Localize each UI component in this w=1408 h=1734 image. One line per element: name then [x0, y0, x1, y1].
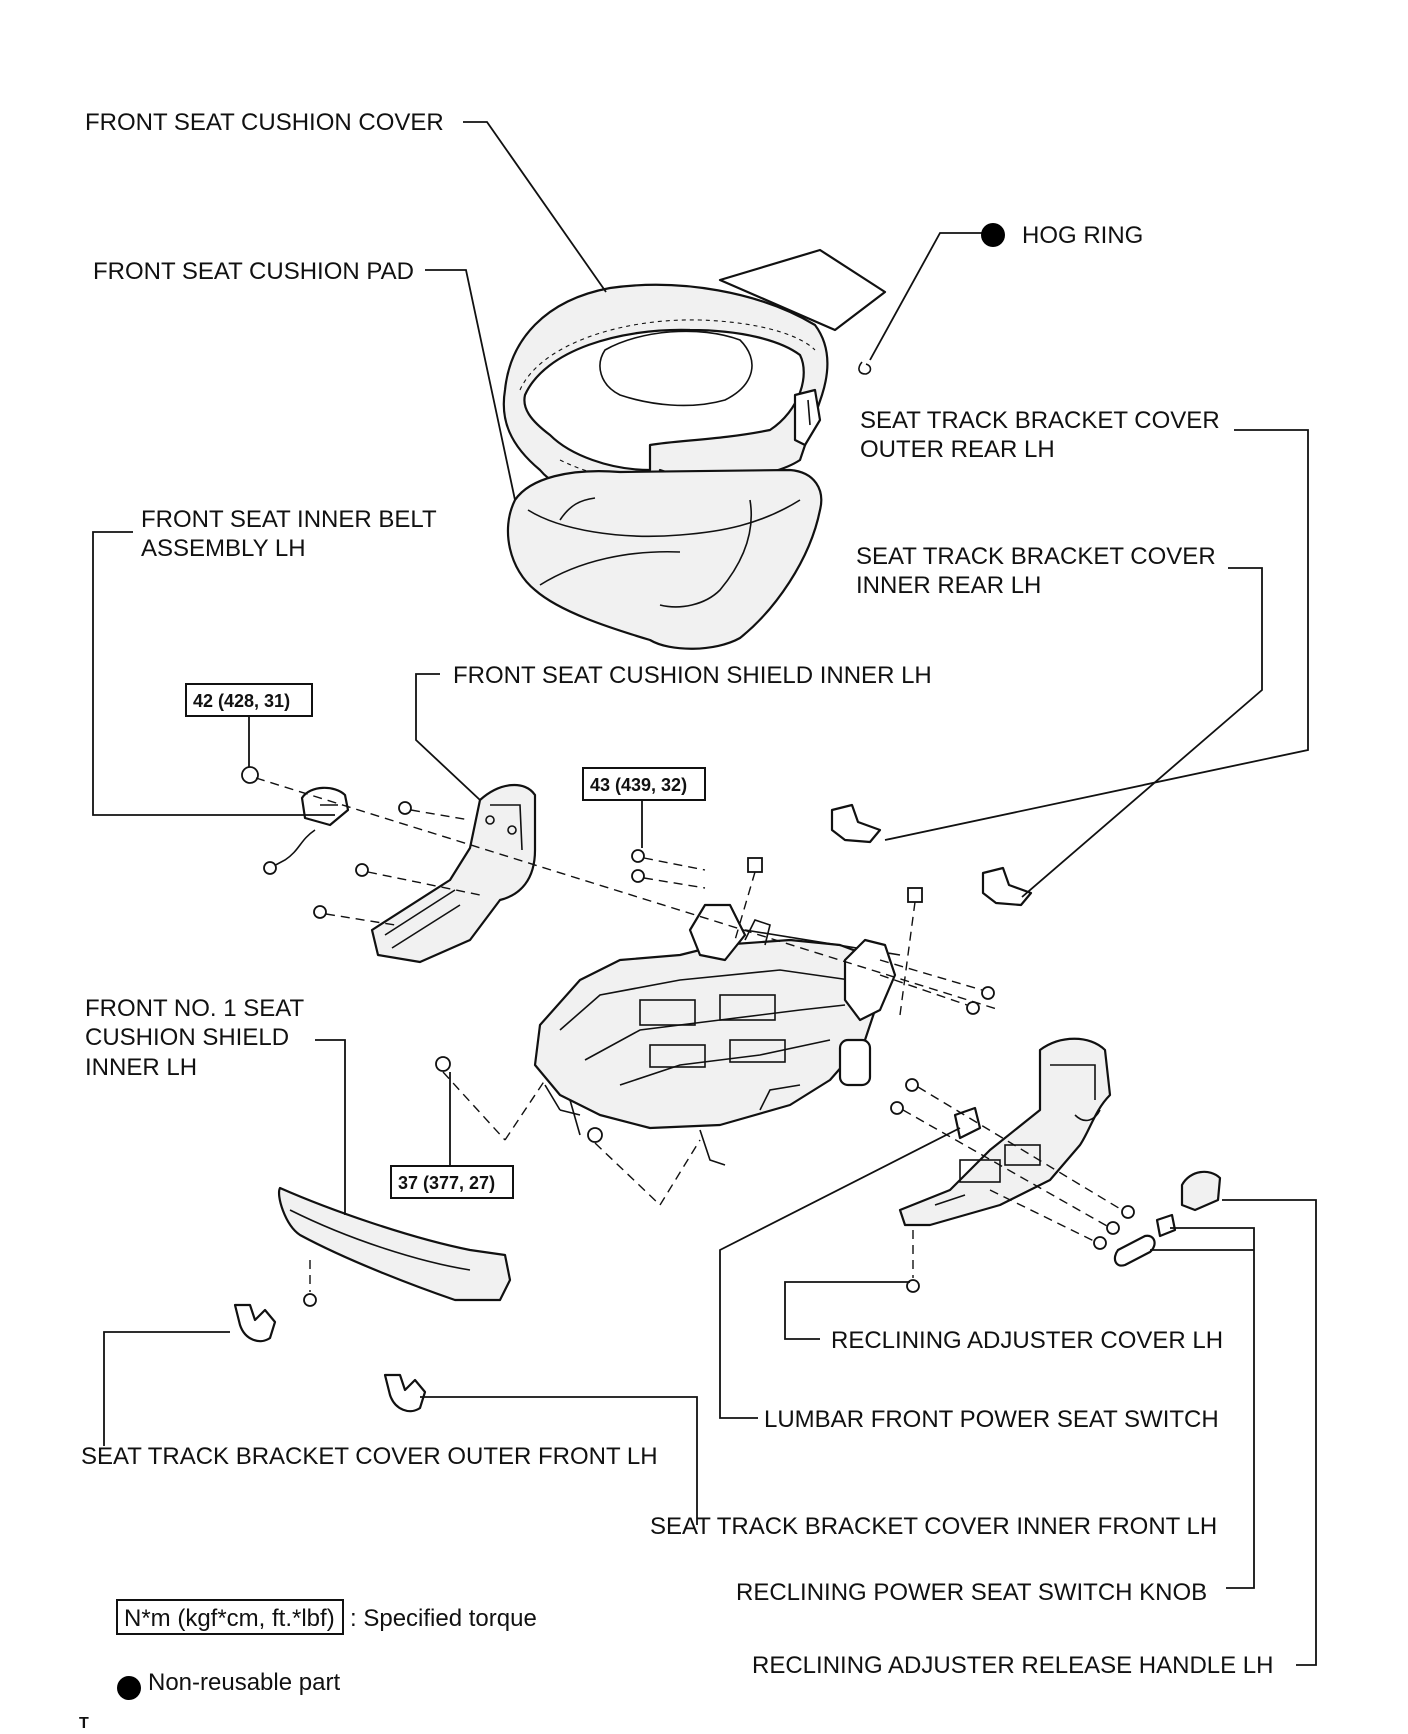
- torque-frame-bolt: 43 (439, 32): [590, 775, 687, 795]
- label-front-seat-cushion-cover: FRONT SEAT CUSHION COVER: [85, 109, 444, 136]
- label-seat-track-bracket-cover-outer-rear-lh-line2: OUTER REAR LH: [860, 436, 1055, 463]
- front-seat-cushion-shield-inner-lh-part: [370, 783, 537, 964]
- label-reclining-adjuster-release-handle-lh: RECLINING ADJUSTER RELEASE HANDLE LH: [752, 1652, 1273, 1679]
- label-front-seat-cushion-pad: FRONT SEAT CUSHION PAD: [93, 258, 414, 285]
- torque-box-track: 37 (377, 27): [390, 1165, 514, 1199]
- reclining-adjuster-cover-lh-part: [898, 1037, 1112, 1227]
- label-seat-track-bracket-cover-inner-rear-lh-line2: INNER REAR LH: [856, 572, 1041, 599]
- label-seat-track-bracket-cover-outer-front-lh: SEAT TRACK BRACKET COVER OUTER FRONT LH: [81, 1443, 658, 1470]
- label-reclining-power-seat-switch-knob: RECLINING POWER SEAT SWITCH KNOB: [736, 1579, 1207, 1606]
- seat-track-bracket-cover-inner-front-lh-part: [383, 1373, 427, 1413]
- legend-nonreusable-dot: [117, 1676, 141, 1700]
- seat-frame-part: [533, 903, 901, 1166]
- label-seat-track-bracket-cover-inner-rear-lh-line1: SEAT TRACK BRACKET COVER: [856, 543, 1216, 570]
- label-reclining-adjuster-cover-lh: RECLINING ADJUSTER COVER LH: [831, 1327, 1223, 1354]
- label-hog-ring: HOG RING: [1022, 222, 1143, 249]
- label-front-no1-seat-cushion-shield-inner-lh-line1: FRONT NO. 1 SEAT: [85, 995, 304, 1022]
- hog-ring-nonreusable-dot: [981, 223, 1005, 247]
- front-no1-seat-cushion-shield-inner-lh-part: [277, 1186, 512, 1302]
- reclining-power-seat-switch-knob-part: [1113, 1213, 1177, 1267]
- torque-belt-bolt: 42 (428, 31): [193, 691, 290, 711]
- torque-box-belt: 42 (428, 31): [185, 683, 313, 717]
- seat-track-bracket-cover-outer-front-lh-part: [233, 1303, 277, 1343]
- leader-lines: [92, 121, 1317, 1666]
- legend-torque-units: N*m (kgf*cm, ft.*lbf): [124, 1605, 335, 1632]
- reclining-adjuster-release-handle-part: [1180, 1170, 1222, 1212]
- label-front-no1-seat-cushion-shield-inner-lh-line3: INNER LH: [85, 1054, 197, 1081]
- corner-mark: T: [79, 1715, 89, 1732]
- label-front-seat-cushion-shield-inner-lh: FRONT SEAT CUSHION SHIELD INNER LH: [453, 662, 932, 689]
- label-front-seat-inner-belt-assembly-lh-line1: FRONT SEAT INNER BELT: [141, 506, 437, 533]
- hog-ring-part: [858, 361, 872, 375]
- assembly-dash-lines: [255, 777, 1123, 1292]
- legend-specified-torque: : Specified torque: [350, 1605, 537, 1632]
- front-seat-inner-belt-assembly-part: [263, 786, 350, 875]
- legend-nonreusable-part: Non-reusable part: [148, 1669, 340, 1696]
- label-front-no1-seat-cushion-shield-inner-lh-line2: CUSHION SHIELD: [85, 1024, 289, 1051]
- label-seat-track-bracket-cover-inner-front-lh: SEAT TRACK BRACKET COVER INNER FRONT LH: [650, 1513, 1217, 1540]
- seat-track-bracket-cover-inner-rear-lh-part: [981, 866, 1033, 907]
- torque-box-frame: 43 (439, 32): [582, 767, 706, 801]
- lumbar-front-power-seat-switch-part: [953, 1106, 982, 1140]
- seat-track-bracket-cover-outer-rear-lh-part: [830, 803, 882, 844]
- label-lumbar-front-power-seat-switch: LUMBAR FRONT POWER SEAT SWITCH: [764, 1406, 1219, 1433]
- front-seat-cushion-cover-part: [502, 248, 887, 507]
- front-seat-cushion-pad-part: [506, 468, 823, 650]
- bolts: [241, 766, 1135, 1307]
- label-seat-track-bracket-cover-outer-rear-lh-line1: SEAT TRACK BRACKET COVER: [860, 407, 1220, 434]
- legend: N*m (kgf*cm, ft.*lbf) : Specified torque…: [116, 1599, 537, 1700]
- label-front-seat-inner-belt-assembly-lh-line2: ASSEMBLY LH: [141, 535, 306, 562]
- torque-track-bolt: 37 (377, 27): [398, 1173, 495, 1193]
